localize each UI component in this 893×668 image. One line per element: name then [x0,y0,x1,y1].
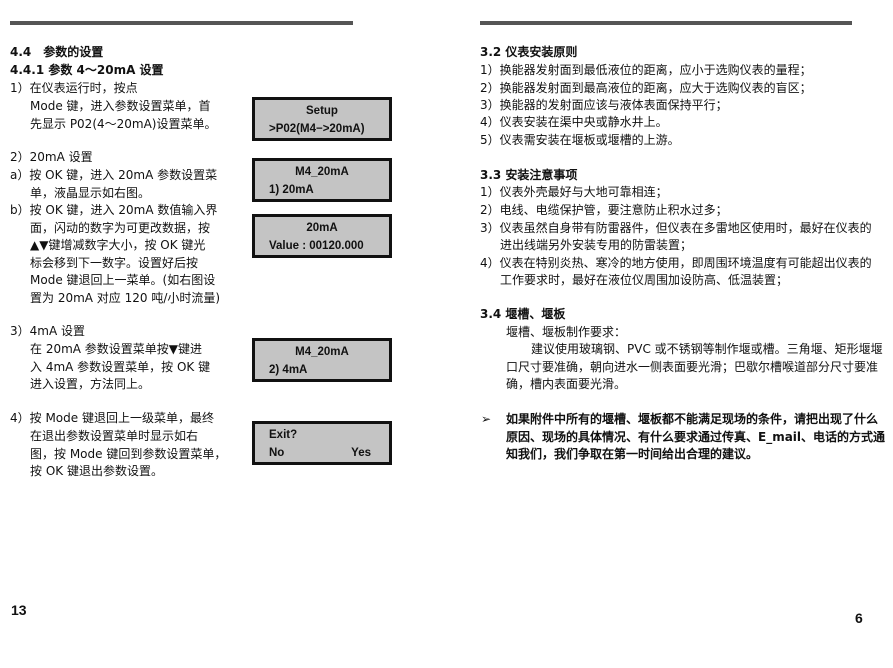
note-text: 原因、现场的具体情况、有什么要求通过传真、E_mail、电话的方式通 [506,430,886,444]
lcd-line: M4_20mA [295,166,349,178]
lcd-setup-screen: Setup >P02(M4−>20mA) [252,97,392,141]
step-text: ▲▼键增减数字大小，按 OK 键光 [30,238,206,252]
list-item: 1）仪表外壳最好与大地可靠相连； [480,185,668,199]
lcd-line: Value : 00120.000 [269,240,364,252]
paragraph-text: 确，槽内表面要光滑。 [506,377,627,391]
list-item: 工作要求时，最好在液位仪周围加设防高、低温装置； [500,273,789,287]
lcd-option-yes: Yes [351,447,371,459]
left-header-rule [10,21,353,25]
section-heading: 3.2 仪表安装原则 [480,45,578,59]
list-item: 4）仪表安装在渠中央或静水井上。 [480,115,668,129]
page-number: 13 [11,602,27,618]
lcd-line: Exit? [269,429,298,441]
subsection-heading: 4.4.1 参数 4～20mA 设置 [10,63,164,77]
list-item: 5）仪表需安装在堰板或堰槽的上游。 [480,133,680,147]
step-text: 置为 20mA 对应 120 吨/小时流量) [30,291,221,305]
list-item: 1）换能器发射面到最低液位的距离，应小于选购仪表的量程； [480,63,812,77]
step-text: 图，按 Mode 键回到参数设置菜单， [30,447,227,461]
list-item: 3）仪表虽然自身带有防雷器件，但仪表在多雷地区使用时，最好在仪表的 [480,221,872,235]
step-text: 先显示 P02(4～20mA)设置菜单。 [30,117,217,131]
step-text: 在退出参数设置菜单时显示如右 [30,429,199,443]
list-item: 3）换能器的发射面应该与液体表面保持平行； [480,98,728,112]
step-text: Mode 键退回上一菜单。(如右图设 [30,273,216,287]
list-item: 进出线端另外安装专用的防雷装置； [500,238,693,252]
arrow-bullet-icon: ➢ [481,412,492,426]
paragraph-text: 口尺寸要准确，朝向进水一侧表面要光滑；巴歇尔槽喉道部分尺寸要准 [506,360,879,374]
step-text: 进入设置，方法同上。 [30,377,151,391]
lcd-option-no: No [269,447,285,459]
step-text: 面，闪动的数字为可更改数据，按 [30,221,211,235]
lcd-line: 20mA [306,222,338,234]
step-text: 标会移到下一数字。设置好后按 [30,256,199,270]
step-text: 3）4mA 设置 [10,324,85,338]
step-text: b）按 OK 键，进入 20mA 数值输入界 [10,203,218,217]
lcd-4ma-menu-screen: M4_20mA 2) 4mA [252,338,392,382]
right-header-rule [480,21,852,25]
step-text: 1）在仪表运行时，按点 [10,81,138,95]
lcd-exit-screen: Exit? No Yes [252,421,392,465]
lcd-line: Setup [306,105,338,117]
section-heading: 3.4 堰槽、堰板 [480,307,566,321]
step-text: 4）按 Mode 键退回上一级菜单，最终 [10,411,214,425]
paragraph-text: 堰槽、堰板制作要求： [506,325,627,339]
section-heading: 3.3 安装注意事项 [480,168,578,182]
lcd-line: M4_20mA [295,346,349,358]
step-text: 入 4mA 参数设置菜单，按 OK 键 [30,360,211,374]
step-text: 按 OK 键退出参数设置。 [30,464,163,478]
list-item: 2）换能器发射面到最高液位的距离，应大于选购仪表的盲区； [480,81,812,95]
step-text: a）按 OK 键，进入 20mA 参数设置菜 [10,168,218,182]
note-text: 如果附件中所有的堰槽、堰板都不能满足现场的条件，请把出现了什么 [506,412,879,426]
step-text: 在 20mA 参数设置菜单按▼键进 [30,342,203,356]
section-heading: 4.4 参数的设置 [10,45,104,59]
list-item: 2）电线、电缆保护管，要注意防止积水过多； [480,203,728,217]
lcd-line: >P02(M4−>20mA) [269,123,365,135]
lcd-line: 1) 20mA [269,184,314,196]
lcd-20ma-menu-screen: M4_20mA 1) 20mA [252,158,392,202]
lcd-line: 2) 4mA [269,364,308,376]
note-text: 知我们，我们争取在第一时间给出合理的建议。 [506,447,759,461]
list-item: 4）仪表在特别炎热、寒冷的地方使用，即周围环境温度有可能超出仪表的 [480,256,872,270]
paragraph-text: 建议使用玻璃钢、PVC 或不锈钢等制作堰或槽。三角堰、矩形堰堰 [531,342,883,356]
step-text: Mode 键，进入参数设置菜单，首 [30,99,211,113]
step-text: 单，液晶显示如右图。 [30,186,151,200]
lcd-20ma-value-screen: 20mA Value : 00120.000 [252,214,392,258]
step-text: 2）20mA 设置 [10,150,93,164]
page-number: 6 [855,610,863,626]
